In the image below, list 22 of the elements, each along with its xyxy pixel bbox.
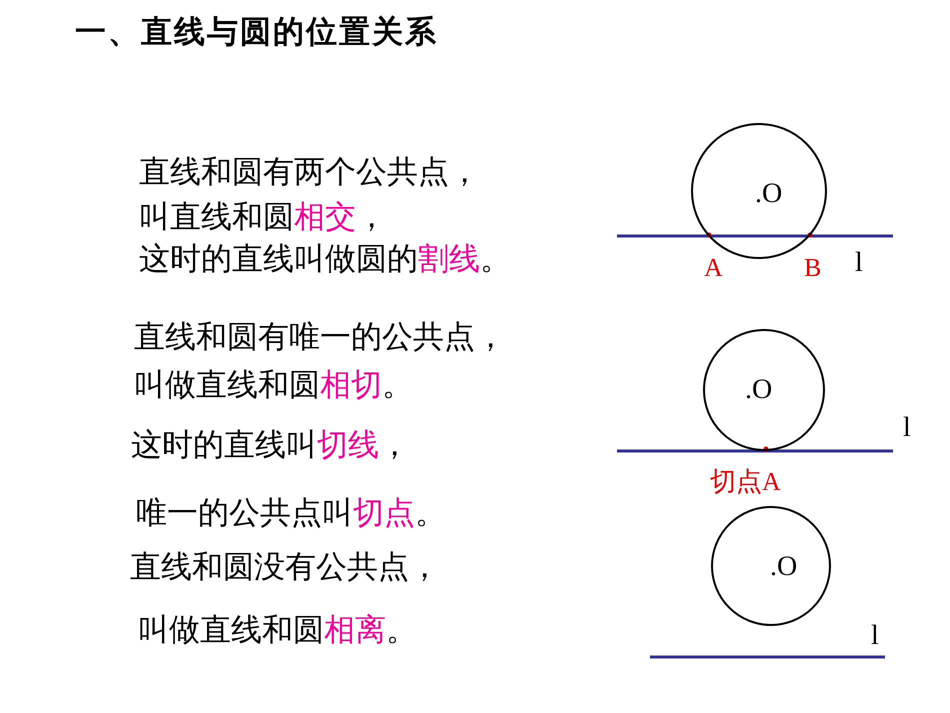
center-label: .O [745,376,772,404]
sentence: 直线和圆有两个公共点， [139,157,480,188]
sentence: 叫做直线和圆相离。 [138,615,417,646]
sentence: 这时的直线叫切线， [131,430,410,461]
title: 一、直线与圆的位置关系 [75,17,438,48]
sentence: 叫直线和圆相交， [139,202,387,233]
center-label: .O [770,553,798,581]
point-label: B [804,255,822,281]
sentence: 直线和圆有唯一的公共点， [134,322,506,353]
line-label: l [855,249,863,277]
sentence: 这时的直线叫做圆的割线。 [139,244,511,275]
sentence: 直线和圆没有公共点， [130,552,440,583]
line-label: l [871,622,879,650]
point-label: 切点A [710,469,781,495]
circle [691,123,827,259]
point-label: A [704,255,723,281]
circle [703,329,825,451]
sentence: 唯一的公共点叫切点。 [136,498,446,529]
sentence: 叫做直线和圆相切。 [134,370,413,401]
center-label: .O [755,180,782,208]
line-label: l [903,414,911,442]
circle [711,506,831,626]
